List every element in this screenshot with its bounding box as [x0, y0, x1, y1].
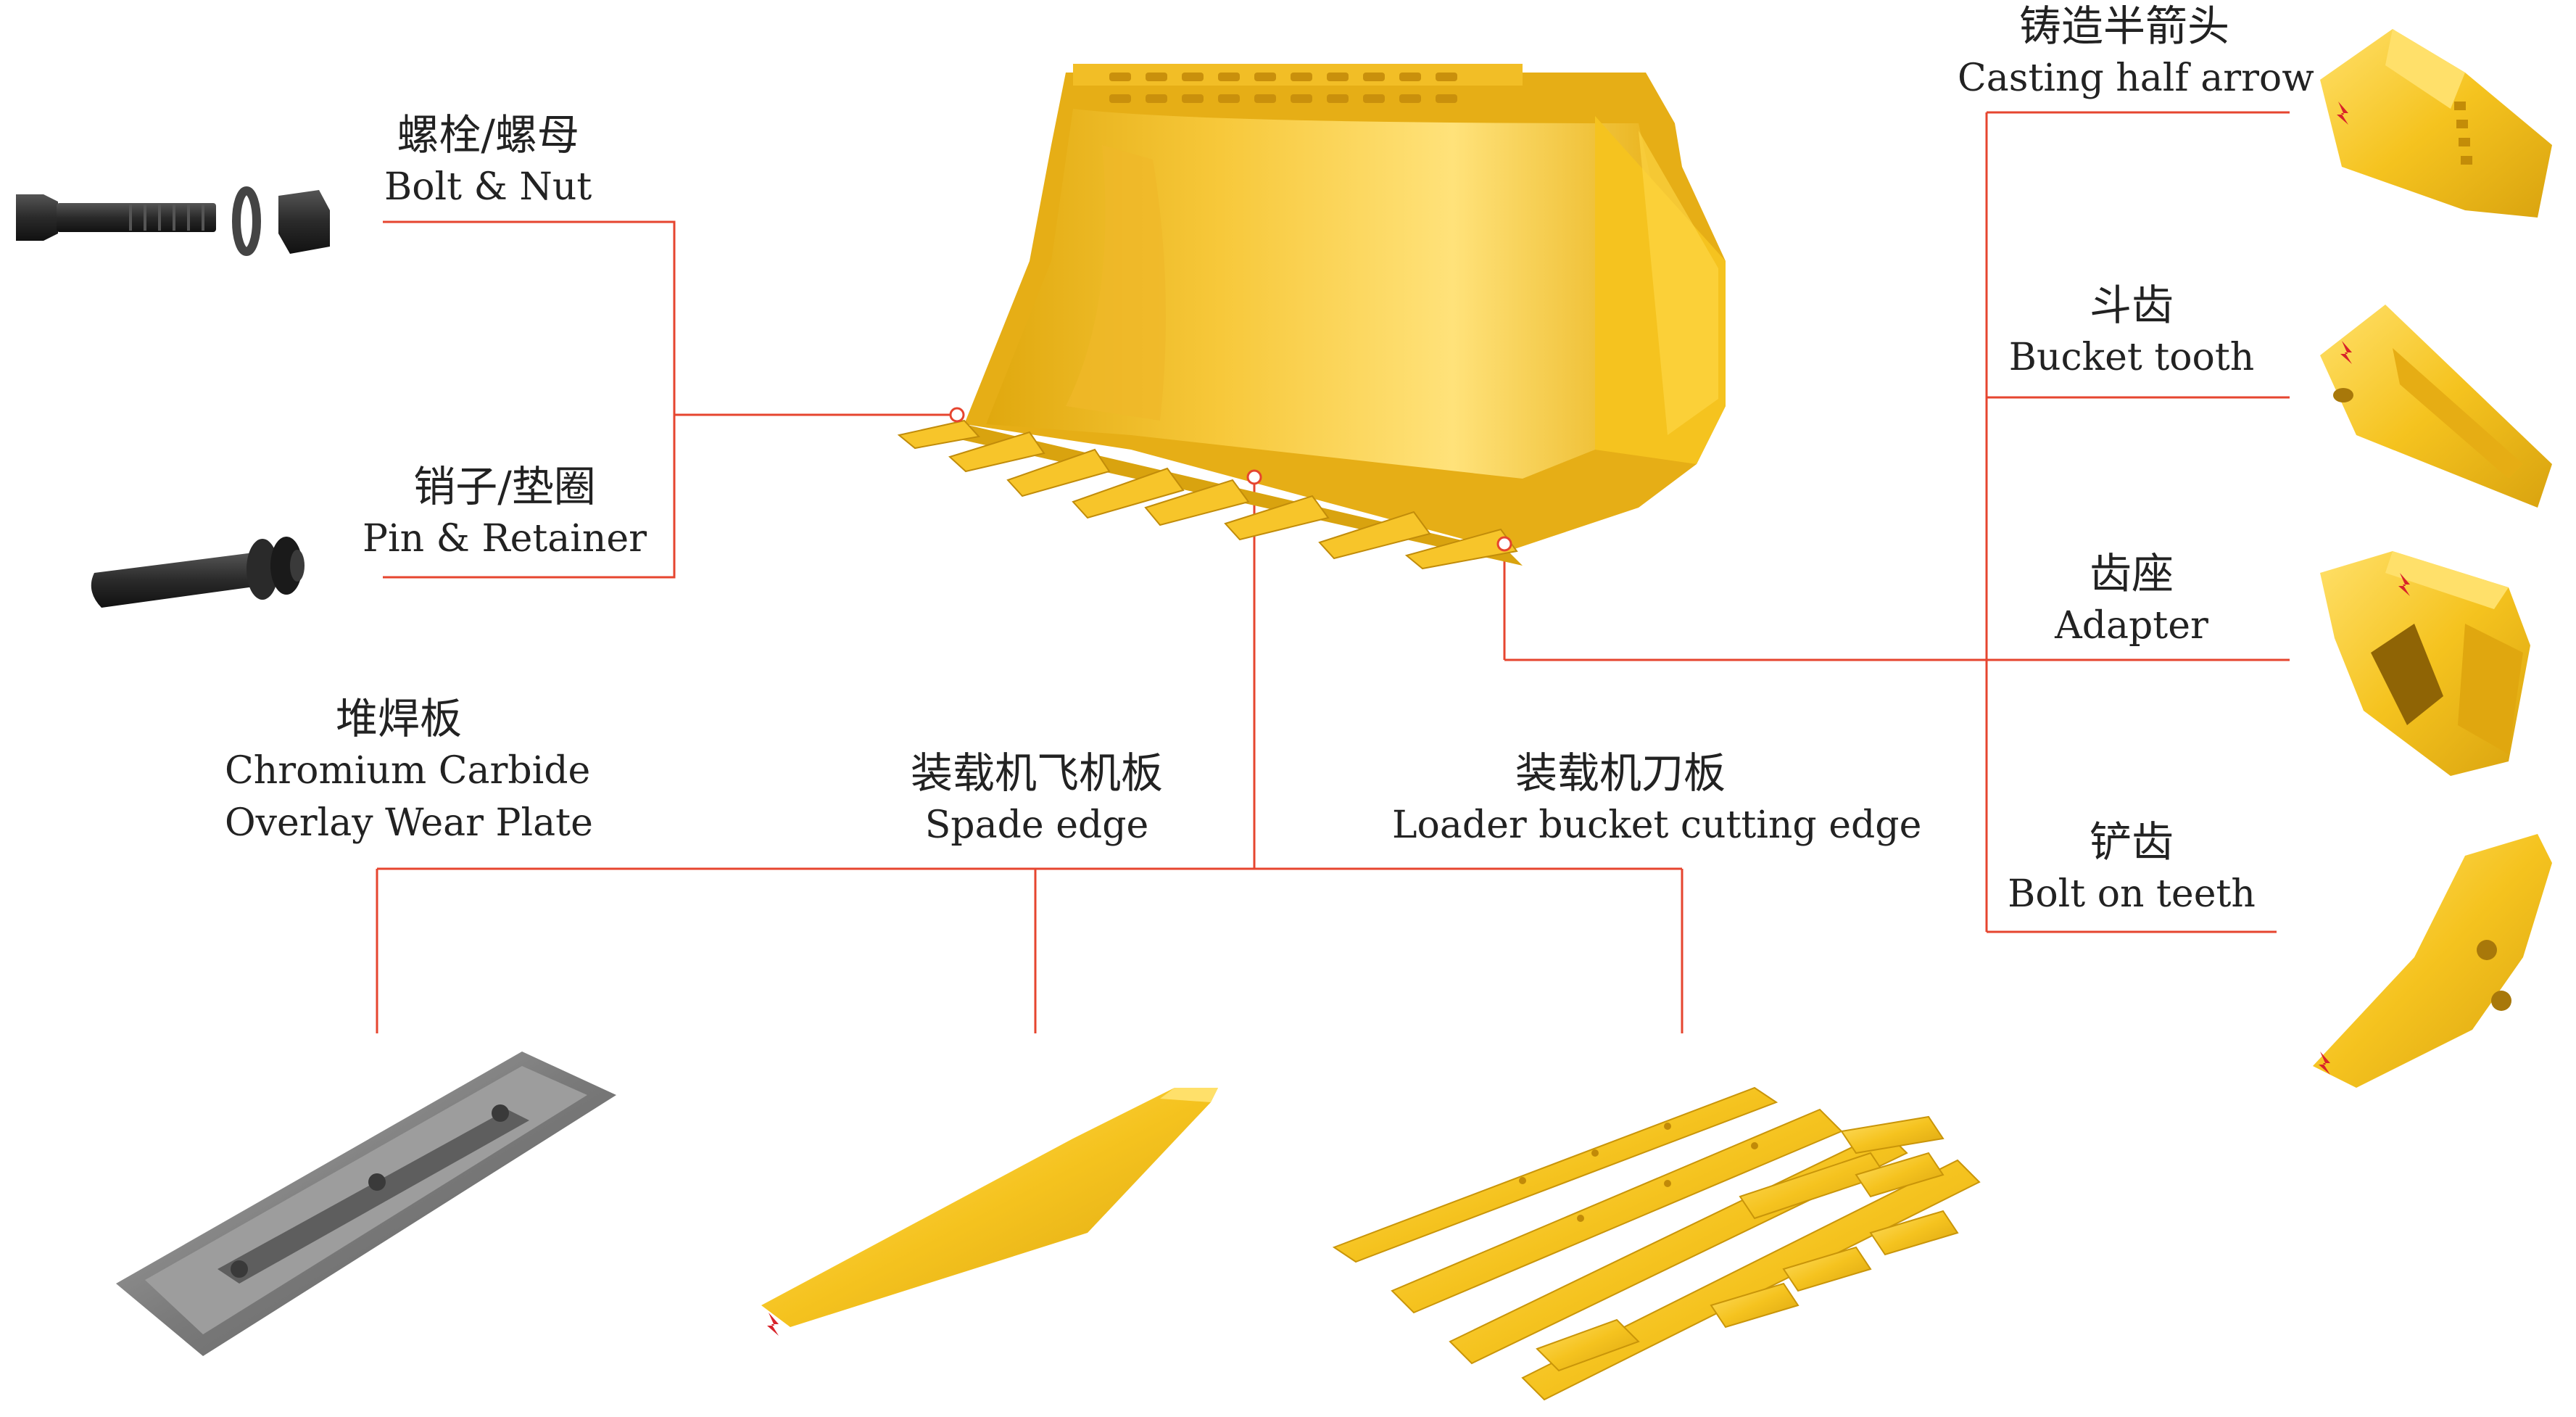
label-bolt-on-teeth: 铲齿 Bolt on teeth [2001, 816, 2262, 920]
label-overlay-plate-zh: 堆焊板 [335, 694, 462, 743]
label-bolt-nut-en: Bolt & Nut [384, 165, 592, 209]
label-bucket-tooth: 斗齿 Bucket tooth [2001, 279, 2262, 384]
label-spade-edge-zh: 装载机飞机板 [910, 748, 1163, 798]
label-cutting-edge-zh: 装载机刀板 [1515, 748, 1726, 798]
cutting-edge-set-image [1332, 1086, 1981, 1401]
bolt-nut-image [16, 186, 330, 256]
leader-lines [376, 111, 2290, 1033]
label-adapter-zh: 齿座 [2089, 549, 2174, 598]
label-casting-half-arrow-en: Casting half arrow [1958, 57, 2314, 100]
label-bolt-nut-zh: 螺栓/螺母 [397, 110, 579, 160]
label-bolt-nut: 螺栓/螺母 Bolt & Nut [384, 109, 592, 213]
pin-retainer-image [91, 537, 305, 608]
label-bucket-tooth-en: Bucket tooth [2008, 336, 2255, 379]
loader-bucket-image [897, 64, 1726, 570]
label-spade-edge-en: Spade edge [924, 803, 1149, 847]
label-bolt-on-teeth-zh: 铲齿 [2089, 817, 2174, 867]
label-casting-half-arrow: 铸造半箭头 Casting half arrow [1958, 0, 2314, 104]
bucket-tooth-image [2320, 305, 2552, 508]
label-casting-half-arrow-zh: 铸造半箭头 [2018, 1, 2229, 51]
casting-half-arrow-image [2320, 29, 2552, 218]
label-bucket-tooth-zh: 斗齿 [2089, 281, 2174, 330]
label-spade-edge: 装载机飞机板 Spade edge [888, 747, 1185, 851]
bolt-on-teeth-image [2313, 834, 2552, 1088]
spade-edge-image [761, 1088, 1218, 1336]
label-overlay-plate-en-1: Chromium Carbide [225, 749, 591, 793]
label-pin-retainer-zh: 销子/垫圈 [413, 462, 596, 511]
label-cutting-edge: 装载机刀板 Loader bucket cutting edge [1392, 747, 1922, 851]
label-overlay-plate-en-2: Overlay Wear Plate [225, 801, 593, 845]
label-bolt-on-teeth-en: Bolt on teeth [2008, 872, 2256, 916]
label-pin-retainer-en: Pin & Retainer [363, 517, 647, 561]
label-adapter: 齿座 Adapter [2016, 548, 2248, 652]
label-overlay-plate: 堆焊板 Chromium Carbide Overlay Wear Plate [225, 693, 593, 849]
bucket-callout-markers [949, 407, 1512, 552]
label-pin-retainer: 销子/垫圈 Pin & Retainer [363, 460, 647, 565]
adapter-image [2320, 551, 2530, 776]
overlay-wear-plate-image [116, 1052, 616, 1356]
label-adapter-en: Adapter [2055, 604, 2208, 648]
label-cutting-edge-en: Loader bucket cutting edge [1392, 803, 1922, 847]
